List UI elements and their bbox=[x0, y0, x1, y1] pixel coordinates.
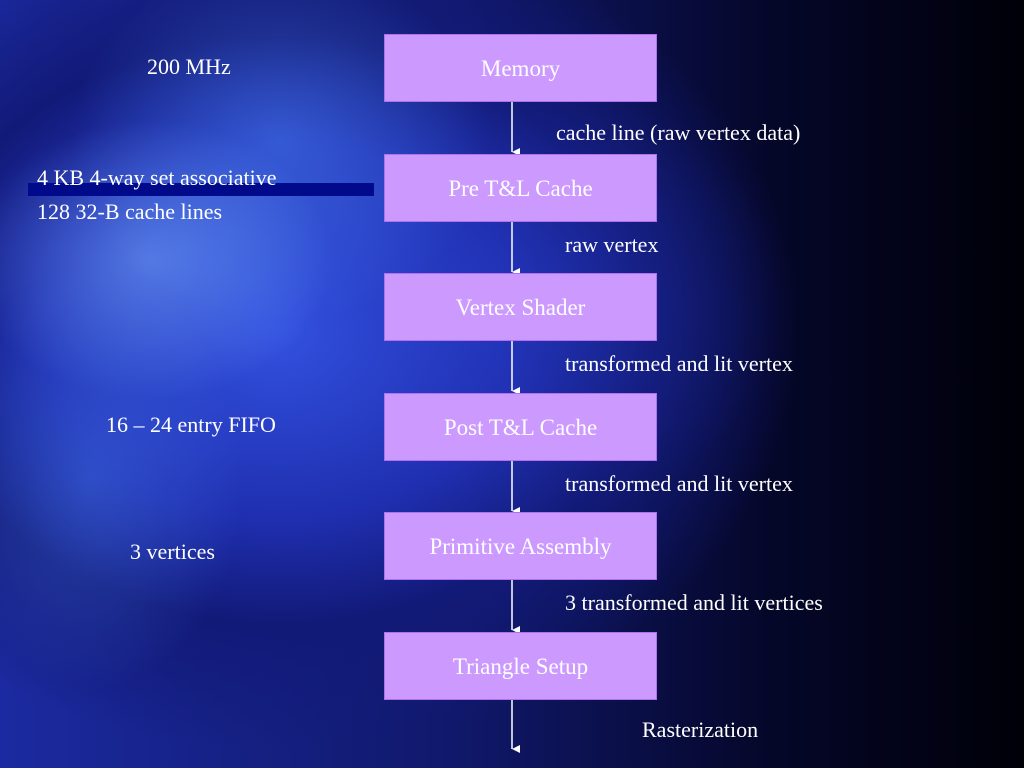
stage-vertex-shader: Vertex Shader bbox=[384, 273, 657, 341]
note-pre-cache-size: 4 KB 4-way set associative bbox=[37, 165, 277, 190]
stage-pre-tl-cache: Pre T&L Cache bbox=[384, 154, 657, 222]
connector-label-transformed-lit-vertex-2: transformed and lit vertex bbox=[565, 471, 793, 496]
stage-memory: Memory bbox=[384, 34, 657, 102]
pre-cache-highlight-bar bbox=[28, 183, 374, 196]
stage-post-tl-cache: Post T&L Cache bbox=[384, 393, 657, 461]
connector-label-three-vertices: 3 transformed and lit vertices bbox=[565, 590, 823, 615]
note-post-cache-fifo: 16 – 24 entry FIFO bbox=[106, 412, 276, 437]
note-primitive-vertices: 3 vertices bbox=[130, 539, 215, 564]
note-memory-clock: 200 MHz bbox=[147, 54, 231, 79]
stage-triangle-setup: Triangle Setup bbox=[384, 632, 657, 700]
connector-label-raw-vertex: raw vertex bbox=[565, 232, 659, 257]
connector-label-rasterization: Rasterization bbox=[642, 717, 759, 742]
note-pre-cache-lines: 128 32-B cache lines bbox=[37, 199, 223, 224]
stage-primitive-assembly: Primitive Assembly bbox=[384, 512, 657, 580]
connector-label-cache-line: cache line (raw vertex data) bbox=[556, 120, 801, 145]
connector-label-transformed-lit-vertex-1: transformed and lit vertex bbox=[565, 351, 793, 376]
